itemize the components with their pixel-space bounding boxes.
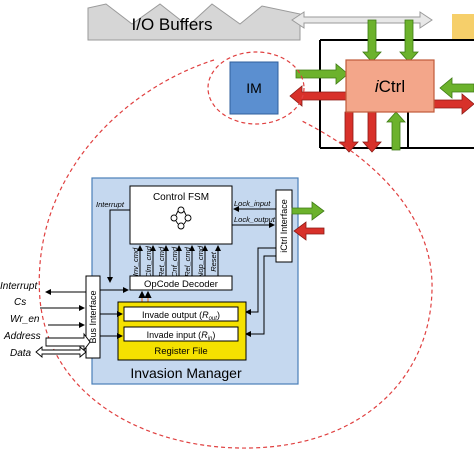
io-buffers-label: I/O Buffers: [132, 15, 213, 34]
invade-input-label: Invade input (Rin): [147, 330, 216, 342]
opcode-decoder: OpCode Decoder: [129, 275, 233, 291]
address-bus-arrow: [45, 332, 91, 352]
ictrl-interface: iCtrl Interface: [275, 189, 293, 263]
cmd-nop: Nop_cmd: [196, 245, 205, 278]
register-file: Invade output (Rout) Invade input (Rin) …: [117, 301, 247, 361]
control-fsm-label: Control FSM: [153, 192, 209, 203]
control-fsm: Control FSM: [129, 185, 233, 245]
lock-input-label: Lock_input: [234, 199, 271, 208]
fsm-ictrl-arrows: [107, 206, 276, 283]
cmd-cnf: Cnf_cmd: [170, 246, 179, 277]
im-label: IM: [246, 80, 262, 96]
ictrl-interface-label: iCtrl Interface: [279, 199, 289, 253]
invade-output-label: Invade output (Rout): [142, 310, 220, 322]
fsm-state-icon: [170, 206, 192, 230]
interface-external-arrows: [291, 201, 325, 241]
ictrl-horizontal-arrows: [289, 63, 474, 115]
im-block: IM: [229, 61, 279, 115]
data-bus-arrow: [35, 346, 87, 358]
signal-cs: Cs: [14, 297, 26, 308]
zoom-callout: [38, 51, 433, 449]
lock-output-label: Lock_output: [234, 215, 276, 224]
command-lines: [137, 245, 221, 276]
cmd-reset: Reset: [209, 251, 218, 272]
cmd-ret: Ret_cmd: [157, 246, 166, 277]
signal-wr-en: Wr_en: [10, 314, 40, 325]
signal-address: Address: [3, 331, 41, 342]
ictrl-block: iCtrl: [345, 59, 435, 113]
cmd-rel: Rel_cmd: [183, 246, 192, 276]
cmd-inv: Inv_cmd: [131, 247, 140, 276]
external-signals: Interrupt Cs Wr_en Address Data: [0, 281, 91, 359]
bus-internal-arrows: [100, 287, 129, 339]
signal-interrupt: Interrupt: [0, 281, 38, 292]
bus-interface-label: Bus Interface: [88, 290, 98, 343]
interrupt-internal-label: Interrupt: [96, 200, 125, 209]
invasion-manager-title: Invasion Manager: [130, 365, 242, 381]
bus-interface: Bus Interface: [85, 275, 101, 359]
ictrl-label: iCtrl: [375, 77, 405, 96]
ictrl-vertical-arrows: [339, 19, 419, 153]
command-labels: Inv_cmd Clm_cmd Ret_cmd Cnf_cmd Rel_cmd …: [131, 245, 218, 278]
opcode-decoder-label: OpCode Decoder: [144, 279, 218, 290]
invade-output-register: [123, 306, 239, 322]
io-buffers: I/O Buffers: [87, 3, 301, 41]
register-file-label: Register File: [154, 346, 207, 357]
io-double-arrow: [291, 11, 433, 29]
reset-wiring: [245, 247, 276, 337]
cmd-clm: Clm_cmd: [144, 245, 153, 277]
invade-input-register: [123, 326, 239, 342]
signal-data: Data: [10, 348, 32, 359]
